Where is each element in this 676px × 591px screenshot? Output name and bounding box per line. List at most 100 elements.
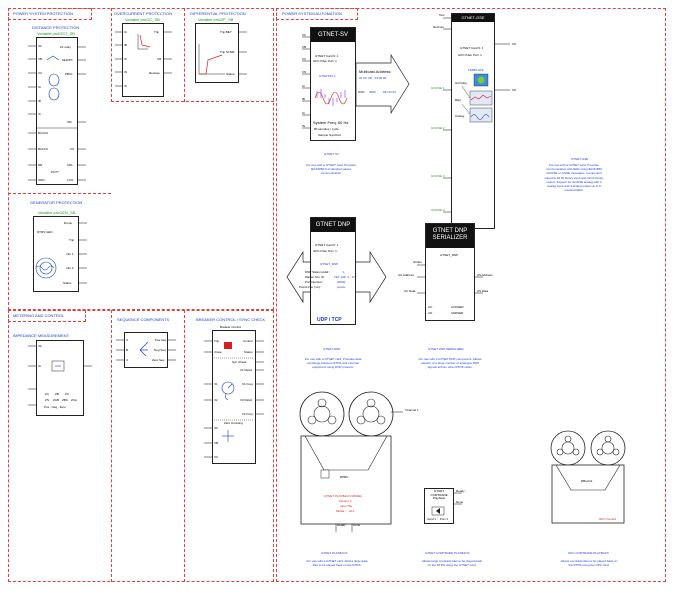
distance-subtitle: DISTANCE PROTECTION: [32, 25, 80, 30]
breaker-subtitle: BREAKER CONTROL / SYNC CHECK: [196, 317, 266, 322]
distance-header: Variable proDIST_SB: [37, 31, 75, 36]
brk-in-v2: V2: [214, 398, 218, 402]
playback-caption-title: GTNET PLAYBACK: [321, 551, 348, 555]
gtnet-sv-port: GPC Fiber Port: 1: [313, 59, 337, 63]
distance-out-iob: IOb: [67, 120, 72, 124]
oc-in-ib: IB: [124, 43, 127, 47]
ser-in-acaddr: AC Address: [398, 273, 414, 277]
impedance-subtitle: IMPEDANCE MEASUREMENT: [13, 333, 70, 338]
gtnet-gse-caption-title: GTNET GSE: [571, 157, 589, 161]
brk-out-v1rslvd: V1 Rslvd: [240, 368, 253, 372]
comtrade-ready: Ready: [456, 489, 465, 493]
differential-block[interactable]: [195, 23, 239, 83]
generator-divider: [8, 193, 111, 194]
comtrade-caption-title: GTNET COMTRADE PLAYBACK: [425, 551, 470, 555]
imp-label-zab: ZAB: [53, 398, 59, 402]
imp-in-ia: IA: [38, 364, 41, 368]
gen-out-info2: Info 2: [66, 266, 74, 270]
breaker-block[interactable]: [212, 330, 256, 464]
oc-in-ic: IC: [124, 57, 127, 61]
power-system-protection-region: [8, 8, 274, 310]
gtnet-dnp-header: GTNET DNP: [311, 218, 355, 232]
playback-channel: Channel 1: [405, 408, 419, 412]
gse-in-netcom: NetCom: [433, 25, 445, 29]
seq-in-c: C: [126, 358, 129, 362]
overcurrent-header: Variable proOC_SB: [125, 17, 160, 22]
ser-out-asdata: AS Data: [477, 289, 489, 293]
automation-region: [276, 8, 666, 582]
gtnet-sv-block[interactable]: [310, 27, 356, 141]
imp-label-zn: ZN: [45, 398, 49, 402]
distance-port-ib: IB: [38, 99, 41, 103]
multicast-title: Multicast Address:: [359, 69, 392, 74]
gtnet-sv-sysfreq: System Freq: 60 Hz: [313, 120, 349, 125]
gse-in-goose3: GOOSE 3: [431, 174, 445, 178]
gtnet-gse-bkpt: Bkpt: [455, 98, 462, 102]
metering-title: METERING AND CONTROL: [13, 313, 65, 318]
ser-ac-label: AC :: [428, 305, 434, 309]
comtrade-block[interactable]: [424, 488, 454, 524]
power-system-protection-title-box: [8, 8, 92, 20]
imp-bottom-label: Pos , Neg , Zero: [44, 405, 66, 409]
brk-in-va: VA: [214, 426, 218, 430]
gse-out-io2: I/O: [512, 88, 517, 92]
distance-block[interactable]: [36, 37, 78, 185]
gtnet-sv-in-ic: IC: [302, 111, 305, 115]
gse-in-goose2: GOOSE 2: [431, 126, 445, 130]
gpc-caption-title: GPC COMTRADE PLAYBACK: [568, 551, 609, 555]
sequence-divider: [111, 310, 112, 582]
gse-out-io1: I/O: [512, 42, 517, 46]
brk-out-v2rslvd: V2 Rslvd: [240, 398, 253, 402]
gtnet-sv-caption: For use with a GTNET card. Provides IEC6…: [306, 163, 356, 176]
brk-zero-crossing: Zero Crossing: [224, 421, 243, 425]
brk-out-control: Control: [243, 339, 253, 343]
generator-subtitle: GENERATOR PROTECTION: [30, 200, 83, 205]
sv-mu: MU 01:01: [383, 90, 397, 94]
distance-port-ia: IA: [38, 85, 41, 89]
gtnet-gse-card: GTNET Card #: 1: [460, 46, 484, 50]
ser-ac-value: ACDSER: [451, 305, 464, 309]
gse-in-test: Test: [439, 13, 445, 17]
generator-block[interactable]: [33, 216, 79, 292]
distance-port-va: VA: [38, 44, 42, 48]
distance-out-crl: CRL: [67, 163, 74, 167]
gtnet-gse-caption: For use with a GTNET card. Provides comm…: [544, 163, 604, 193]
gtnet-sv-sync: Sample Synched: [318, 133, 341, 137]
distance-port-org: ORG: [38, 178, 45, 182]
overcurrent-block[interactable]: [122, 23, 164, 97]
brk-in-close: Close: [214, 350, 222, 354]
dnp-master-ip-value: 192. 168. 1 . 172: [334, 275, 357, 279]
imp-label-zca: ZCA: [71, 398, 77, 402]
ser-as-label: AS :: [428, 311, 434, 315]
gtnet-gse-config: GCOnfig: [455, 81, 467, 85]
differential-divider: [184, 8, 185, 102]
gpc-footer: GPC Comtrd: [599, 517, 617, 521]
playback-done: Done: [353, 523, 361, 527]
overcurrent-subtitle: OVERCURRENT PROTECTION: [114, 11, 173, 16]
gtnet-sv-header: GTNET-SV: [311, 28, 355, 42]
imp-label-zbc: ZBC: [62, 398, 68, 402]
impedance-block[interactable]: [36, 340, 84, 416]
gtnet-dnp-caption: For use with a GTNET card. Provides data…: [304, 357, 362, 370]
generator-name: RTDS GEN: [37, 230, 53, 234]
gtnet-dnp-port: GPC Fiber Port: 1: [313, 249, 337, 253]
imp-label-za: ZA: [45, 392, 49, 396]
ser-out-asaddr: AS Address: [477, 273, 493, 277]
brk-out-syncheck: Syn Check: [232, 360, 247, 364]
differential-subtitle: DIFFERENTIAL PROTECTION: [190, 11, 246, 16]
diff-out-tripst: Trip ST481: [220, 50, 235, 54]
oc-out-reclose: Reclose: [149, 71, 160, 75]
gtnet-sv-in-vc: VC: [302, 57, 307, 61]
brk-out-v2freq: V2 Freq: [242, 412, 253, 416]
gtnet-dnp-block[interactable]: [310, 217, 356, 325]
brk-out-status: Status: [244, 350, 253, 354]
imp-in-va: VA: [38, 344, 42, 348]
dnp-port-number-value: 20000: [337, 280, 346, 284]
oc-out-cr: CR: [157, 57, 162, 61]
distance-port-dr: DR: [38, 163, 43, 167]
diff-out-tripblk: Trip Blk?: [220, 30, 232, 34]
